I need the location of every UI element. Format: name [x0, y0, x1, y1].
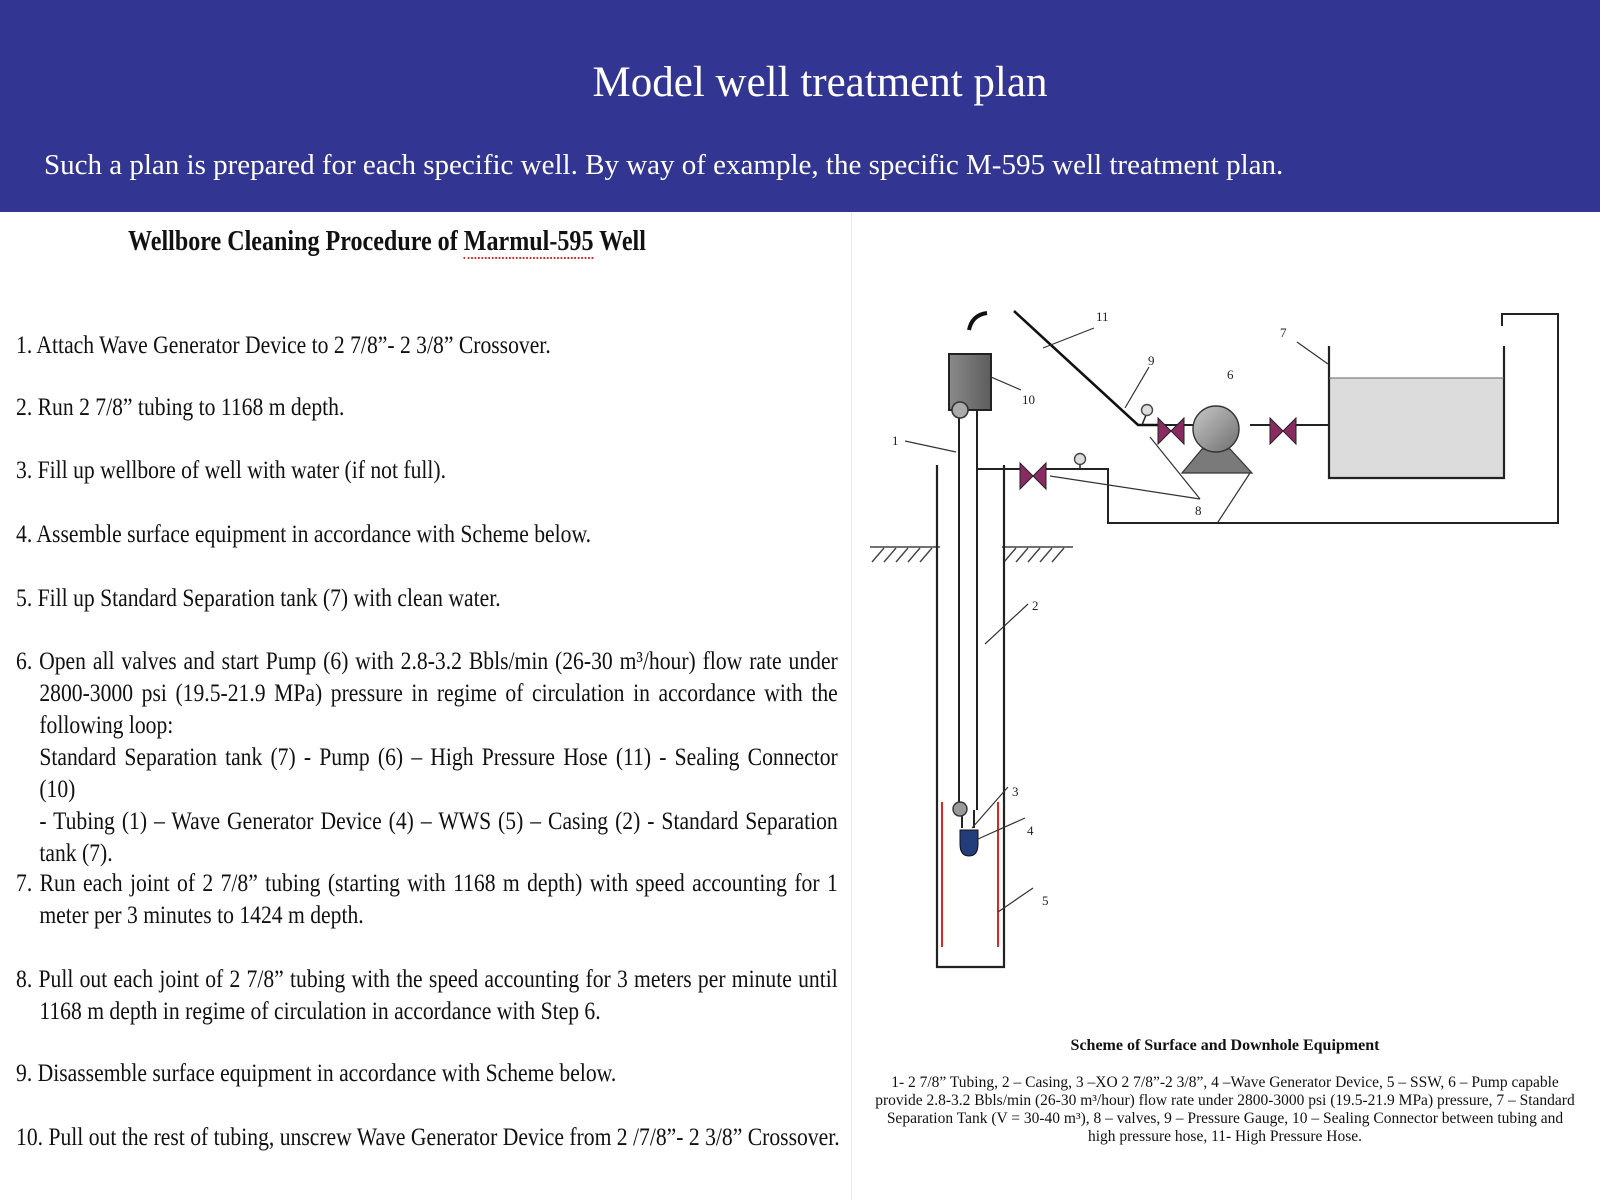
step-line: Assemble surface equipment in accordance… — [36, 521, 592, 548]
step-text: 10. Pull out the rest of tubing, unscrew… — [16, 1122, 840, 1154]
step-text-continued: Standard Separation tank (7) - Pump (6) … — [16, 742, 838, 806]
step-number: 4. — [16, 521, 33, 548]
step-text-continued: following loop: — [16, 710, 838, 742]
valve-pump-inlet — [1157, 416, 1185, 446]
sealing-connector — [948, 353, 992, 411]
label-11: 11 — [1096, 309, 1109, 324]
procedure-step-8: 8. Pull out each joint of 2 7/8” tubing … — [16, 964, 838, 1028]
step-text-continued: tank (7). — [16, 838, 838, 870]
label-6: 6 — [1227, 367, 1234, 382]
wave-generator-device — [959, 829, 979, 857]
label-4: 4 — [1027, 823, 1034, 838]
step-number: 3. — [16, 457, 33, 484]
step-number: 6. — [16, 648, 33, 675]
high-pressure-hose — [967, 311, 988, 331]
label-9: 9 — [1148, 353, 1155, 368]
step-line: Fill up wellbore of well with water (if … — [37, 457, 447, 484]
procedure-step-6: 6. Open all valves and start Pump (6) wi… — [16, 646, 838, 870]
step-line: Attach Wave Generator Device to 2 7/8”- … — [36, 332, 551, 359]
casing — [935, 465, 1006, 969]
procedure-step-1: 1. Attach Wave Generator Device to 2 7/8… — [16, 330, 838, 362]
step-number: 2. — [16, 394, 33, 421]
step-text: 6. Open all valves and start Pump (6) wi… — [16, 646, 838, 678]
label-3: 3 — [1012, 784, 1019, 799]
tubing-end-ball — [952, 801, 968, 817]
step-line: 1168 m depth in regime of circulation in… — [39, 998, 601, 1025]
step-number: 1. — [16, 332, 33, 359]
slide-header: Model well treatment plan Such a plan is… — [0, 0, 1600, 212]
step-text: 1. Attach Wave Generator Device to 2 7/8… — [16, 330, 838, 362]
step-text: 4. Assemble surface equipment in accorda… — [16, 519, 838, 551]
step-line: Disassemble surface equipment in accorda… — [37, 1060, 617, 1087]
equipment-scheme-diagram: 1 2 3 4 5 6 7 8 9 10 11 — [870, 309, 1559, 969]
scheme-panel: 1 2 3 4 5 6 7 8 9 10 11 Scheme of Surfac… — [850, 212, 1600, 1200]
step-line: tank (7). — [39, 840, 113, 867]
step-line: following loop: — [39, 712, 174, 739]
connector-ball — [951, 401, 969, 419]
component-labels: 1 2 3 4 5 6 7 8 9 10 11 — [892, 309, 1287, 908]
pump-icon — [1192, 405, 1240, 453]
scheme-caption-text: 1- 2 7/8” Tubing, 2 – Casing, 3 –XO 2 7/… — [875, 1074, 1575, 1145]
procedure-step-2: 2. Run 2 7/8” tubing to 1168 m depth. — [16, 392, 838, 424]
step-text: 5. Fill up Standard Separation tank (7) … — [16, 583, 838, 615]
panel-divider — [851, 212, 852, 1200]
document-title: Wellbore Cleaning Procedure of Marmul-59… — [128, 226, 646, 259]
procedure-step-3: 3. Fill up wellbore of well with water (… — [16, 455, 838, 487]
valve-pump-outlet — [1269, 416, 1297, 446]
leader-lines — [904, 327, 1329, 913]
step-line: Fill up Standard Separation tank (7) wit… — [37, 585, 501, 612]
scheme-caption-title: Scheme of Surface and Downhole Equipment — [1070, 1037, 1380, 1054]
separation-tank-water — [1329, 378, 1504, 478]
well-name: Marmul-595 — [463, 226, 594, 259]
hose-line — [1013, 310, 1162, 427]
step-text: 3. Fill up wellbore of well with water (… — [16, 455, 838, 487]
procedure-step-7: 7. Run each joint of 2 7/8” tubing (star… — [16, 868, 838, 932]
step-line: Run 2 7/8” tubing to 1168 m depth. — [37, 394, 345, 421]
step-line: Pull out each joint of 2 7/8” tubing wit… — [38, 966, 838, 993]
separation-tank — [1327, 346, 1506, 480]
step-line: Standard Separation tank (7) - Pump (6) … — [39, 744, 838, 803]
step-text: 2. Run 2 7/8” tubing to 1168 m depth. — [16, 392, 838, 424]
step-text-continued: meter per 3 minutes to 1424 m depth. — [16, 900, 838, 932]
step-text-continued: 2800-3000 psi (19.5-21.9 MPa) pressure i… — [16, 678, 838, 710]
step-line: Pull out the rest of tubing, unscrew Wav… — [48, 1124, 840, 1151]
step-text-continued: 1168 m depth in regime of circulation in… — [16, 996, 838, 1028]
return-line — [977, 313, 1559, 524]
label-10: 10 — [1022, 392, 1035, 407]
step-number: 5. — [16, 585, 33, 612]
step-number: 10. — [16, 1124, 44, 1151]
step-line: - Tubing (1) – Wave Generator Device (4)… — [39, 808, 838, 835]
pressure-gauge-hose-icon — [1140, 403, 1154, 417]
procedure-step-4: 4. Assemble surface equipment in accorda… — [16, 519, 838, 551]
valve-casing — [1019, 461, 1047, 491]
slide-title: Model well treatment plan — [592, 59, 1048, 106]
step-text: 9. Disassemble surface equipment in acco… — [16, 1058, 838, 1090]
pump-base — [1180, 448, 1254, 474]
step-text: 7. Run each joint of 2 7/8” tubing (star… — [16, 868, 838, 900]
procedure-document: Wellbore Cleaning Procedure of Marmul-59… — [0, 212, 850, 1200]
label-8: 8 — [1195, 503, 1202, 518]
step-number: 7. — [16, 870, 33, 897]
step-line: Open all valves and start Pump (6) with … — [39, 648, 838, 675]
step-number: 8. — [16, 966, 33, 993]
step-number: 9. — [16, 1060, 33, 1087]
procedure-step-10: 10. Pull out the rest of tubing, unscrew… — [16, 1122, 840, 1154]
label-5: 5 — [1042, 893, 1049, 908]
label-7: 7 — [1280, 325, 1287, 340]
pressure-gauge-casing-icon — [1073, 452, 1087, 466]
step-text: 8. Pull out each joint of 2 7/8” tubing … — [16, 964, 838, 996]
step-line: meter per 3 minutes to 1424 m depth. — [39, 902, 364, 929]
procedure-step-9: 9. Disassemble surface equipment in acco… — [16, 1058, 838, 1090]
step-line: Run each joint of 2 7/8” tubing (startin… — [39, 870, 838, 897]
step-text-continued: - Tubing (1) – Wave Generator Device (4)… — [16, 806, 838, 838]
slide-subtitle: Such a plan is prepared for each specifi… — [44, 149, 1284, 181]
step-line: 2800-3000 psi (19.5-21.9 MPa) pressure i… — [39, 680, 838, 707]
procedure-step-5: 5. Fill up Standard Separation tank (7) … — [16, 583, 838, 615]
label-1: 1 — [892, 433, 899, 448]
ground-surface — [870, 546, 1073, 563]
label-2: 2 — [1032, 598, 1039, 613]
